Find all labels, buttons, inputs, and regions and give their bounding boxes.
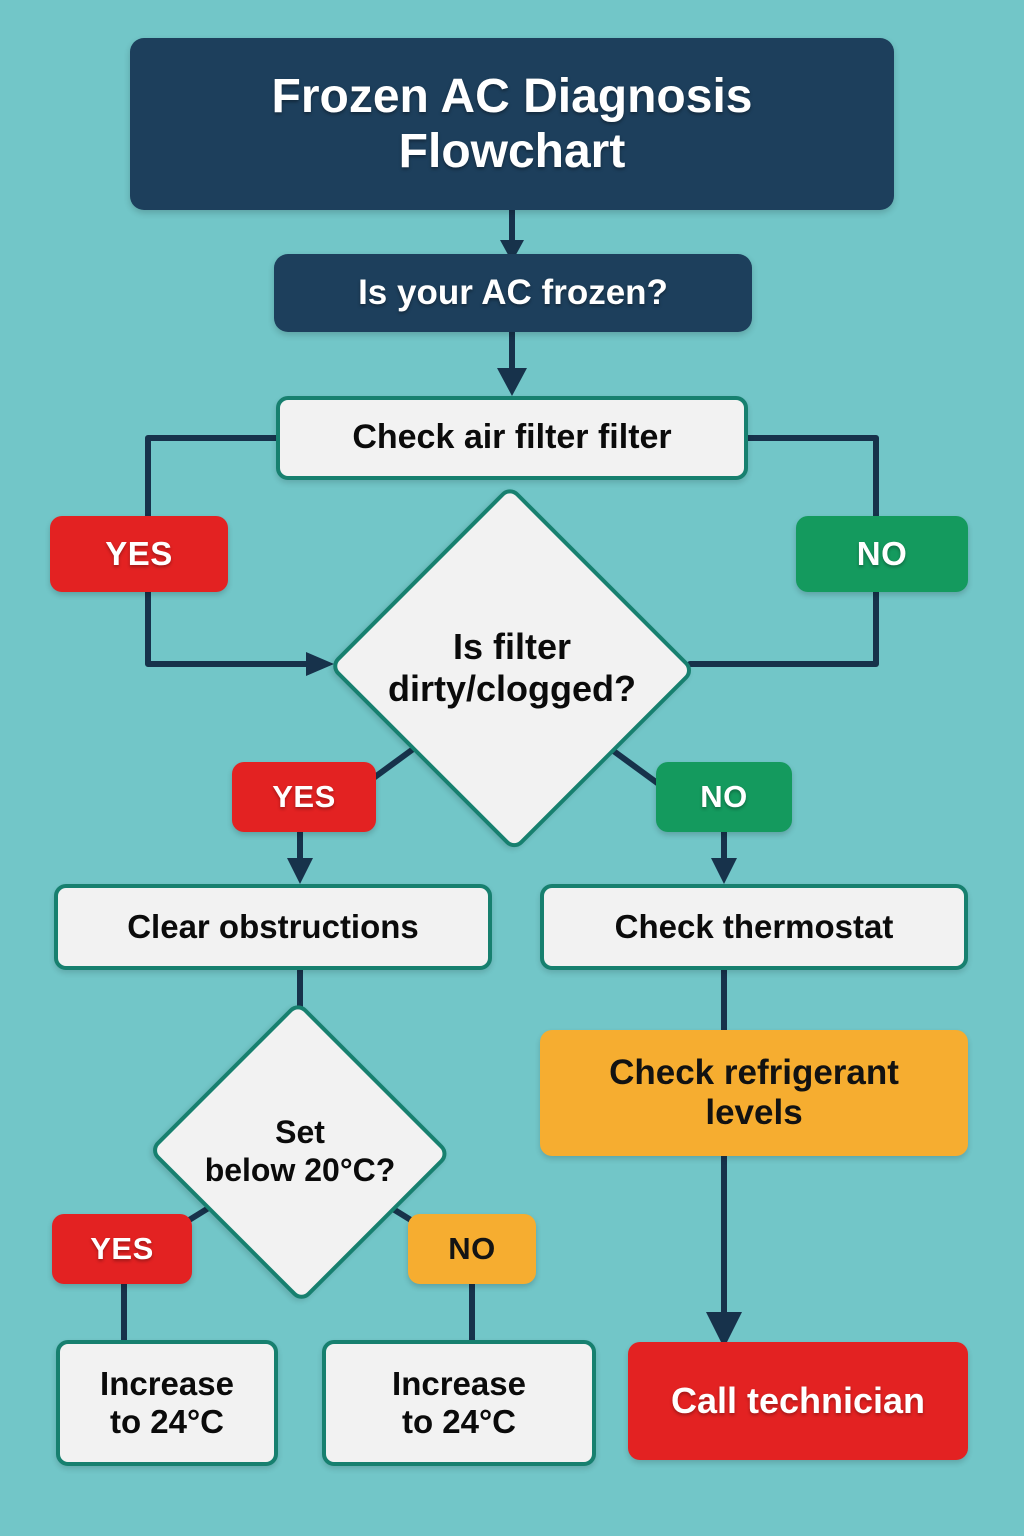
page-title-line2: Flowchart [398, 125, 626, 178]
badge-setpoint-no: NO [408, 1214, 536, 1284]
node-increase-left-line2: to 24°C [109, 1403, 225, 1440]
badge-filter-no: NO [796, 516, 968, 592]
badge-dirty-yes-label: YES [272, 779, 336, 814]
badge-filter-yes-label: YES [105, 535, 173, 572]
node-call-technician-label: Call technician [670, 1380, 926, 1422]
decision-setpoint-line2: below 20°C? [204, 1152, 396, 1188]
node-increase-right[interactable]: Increase to 24°C [322, 1340, 596, 1466]
node-check-air-filter-label: Check air filter filter [352, 418, 672, 457]
node-call-technician[interactable]: Call technician [628, 1342, 968, 1460]
node-check-air-filter[interactable]: Check air filter filter [276, 396, 748, 480]
decision-filter-line1: Is filter [452, 625, 572, 667]
node-increase-right-line2: to 24°C [401, 1403, 517, 1440]
badge-setpoint-yes-label: YES [90, 1231, 154, 1266]
node-increase-right-line1: Increase [392, 1365, 526, 1403]
decision-setpoint-label: Set below 20°C? [152, 1008, 448, 1296]
badge-dirty-no: NO [656, 762, 792, 832]
page-title-line1: Frozen AC Diagnosis [271, 69, 753, 123]
node-decision-filter-dirty[interactable]: Is filter dirty/clogged? [328, 484, 696, 852]
decision-filter-label: Is filter dirty/clogged? [332, 492, 692, 844]
arrowhead-no-to-thermostat [711, 858, 737, 884]
node-is-ac-frozen-label: Is your AC frozen? [358, 272, 668, 312]
badge-dirty-no-label: NO [700, 779, 748, 814]
node-check-thermostat-label: Check thermostat [614, 908, 894, 946]
badge-filter-no-label: NO [856, 535, 908, 572]
badge-filter-yes: YES [50, 516, 228, 592]
node-is-ac-frozen[interactable]: Is your AC frozen? [274, 254, 752, 332]
node-clear-obstructions[interactable]: Clear obstructions [54, 884, 492, 970]
node-clear-obstructions-label: Clear obstructions [127, 908, 419, 946]
page-title: Frozen AC Diagnosis Flowchart [130, 38, 894, 210]
node-increase-left[interactable]: Increase to 24°C [56, 1340, 278, 1466]
decision-filter-line2: dirty/clogged? [387, 668, 636, 709]
decision-setpoint-line1: Set [275, 1114, 325, 1151]
node-check-thermostat[interactable]: Check thermostat [540, 884, 968, 970]
arrowhead-yes-into-decision [306, 652, 334, 676]
node-check-refrigerant[interactable]: Check refrigerant levels [540, 1030, 968, 1156]
node-check-refrigerant-line2: levels [705, 1093, 803, 1132]
badge-setpoint-no-label: NO [448, 1231, 496, 1266]
arrowhead-start-to-checkfilter [497, 368, 527, 396]
badge-dirty-yes: YES [232, 762, 376, 832]
arrowhead-yes-to-clear [287, 858, 313, 884]
badge-setpoint-yes: YES [52, 1214, 192, 1284]
node-increase-left-line1: Increase [100, 1365, 234, 1403]
node-check-refrigerant-line1: Check refrigerant [609, 1052, 899, 1092]
node-decision-setpoint[interactable]: Set below 20°C? [148, 1000, 452, 1304]
